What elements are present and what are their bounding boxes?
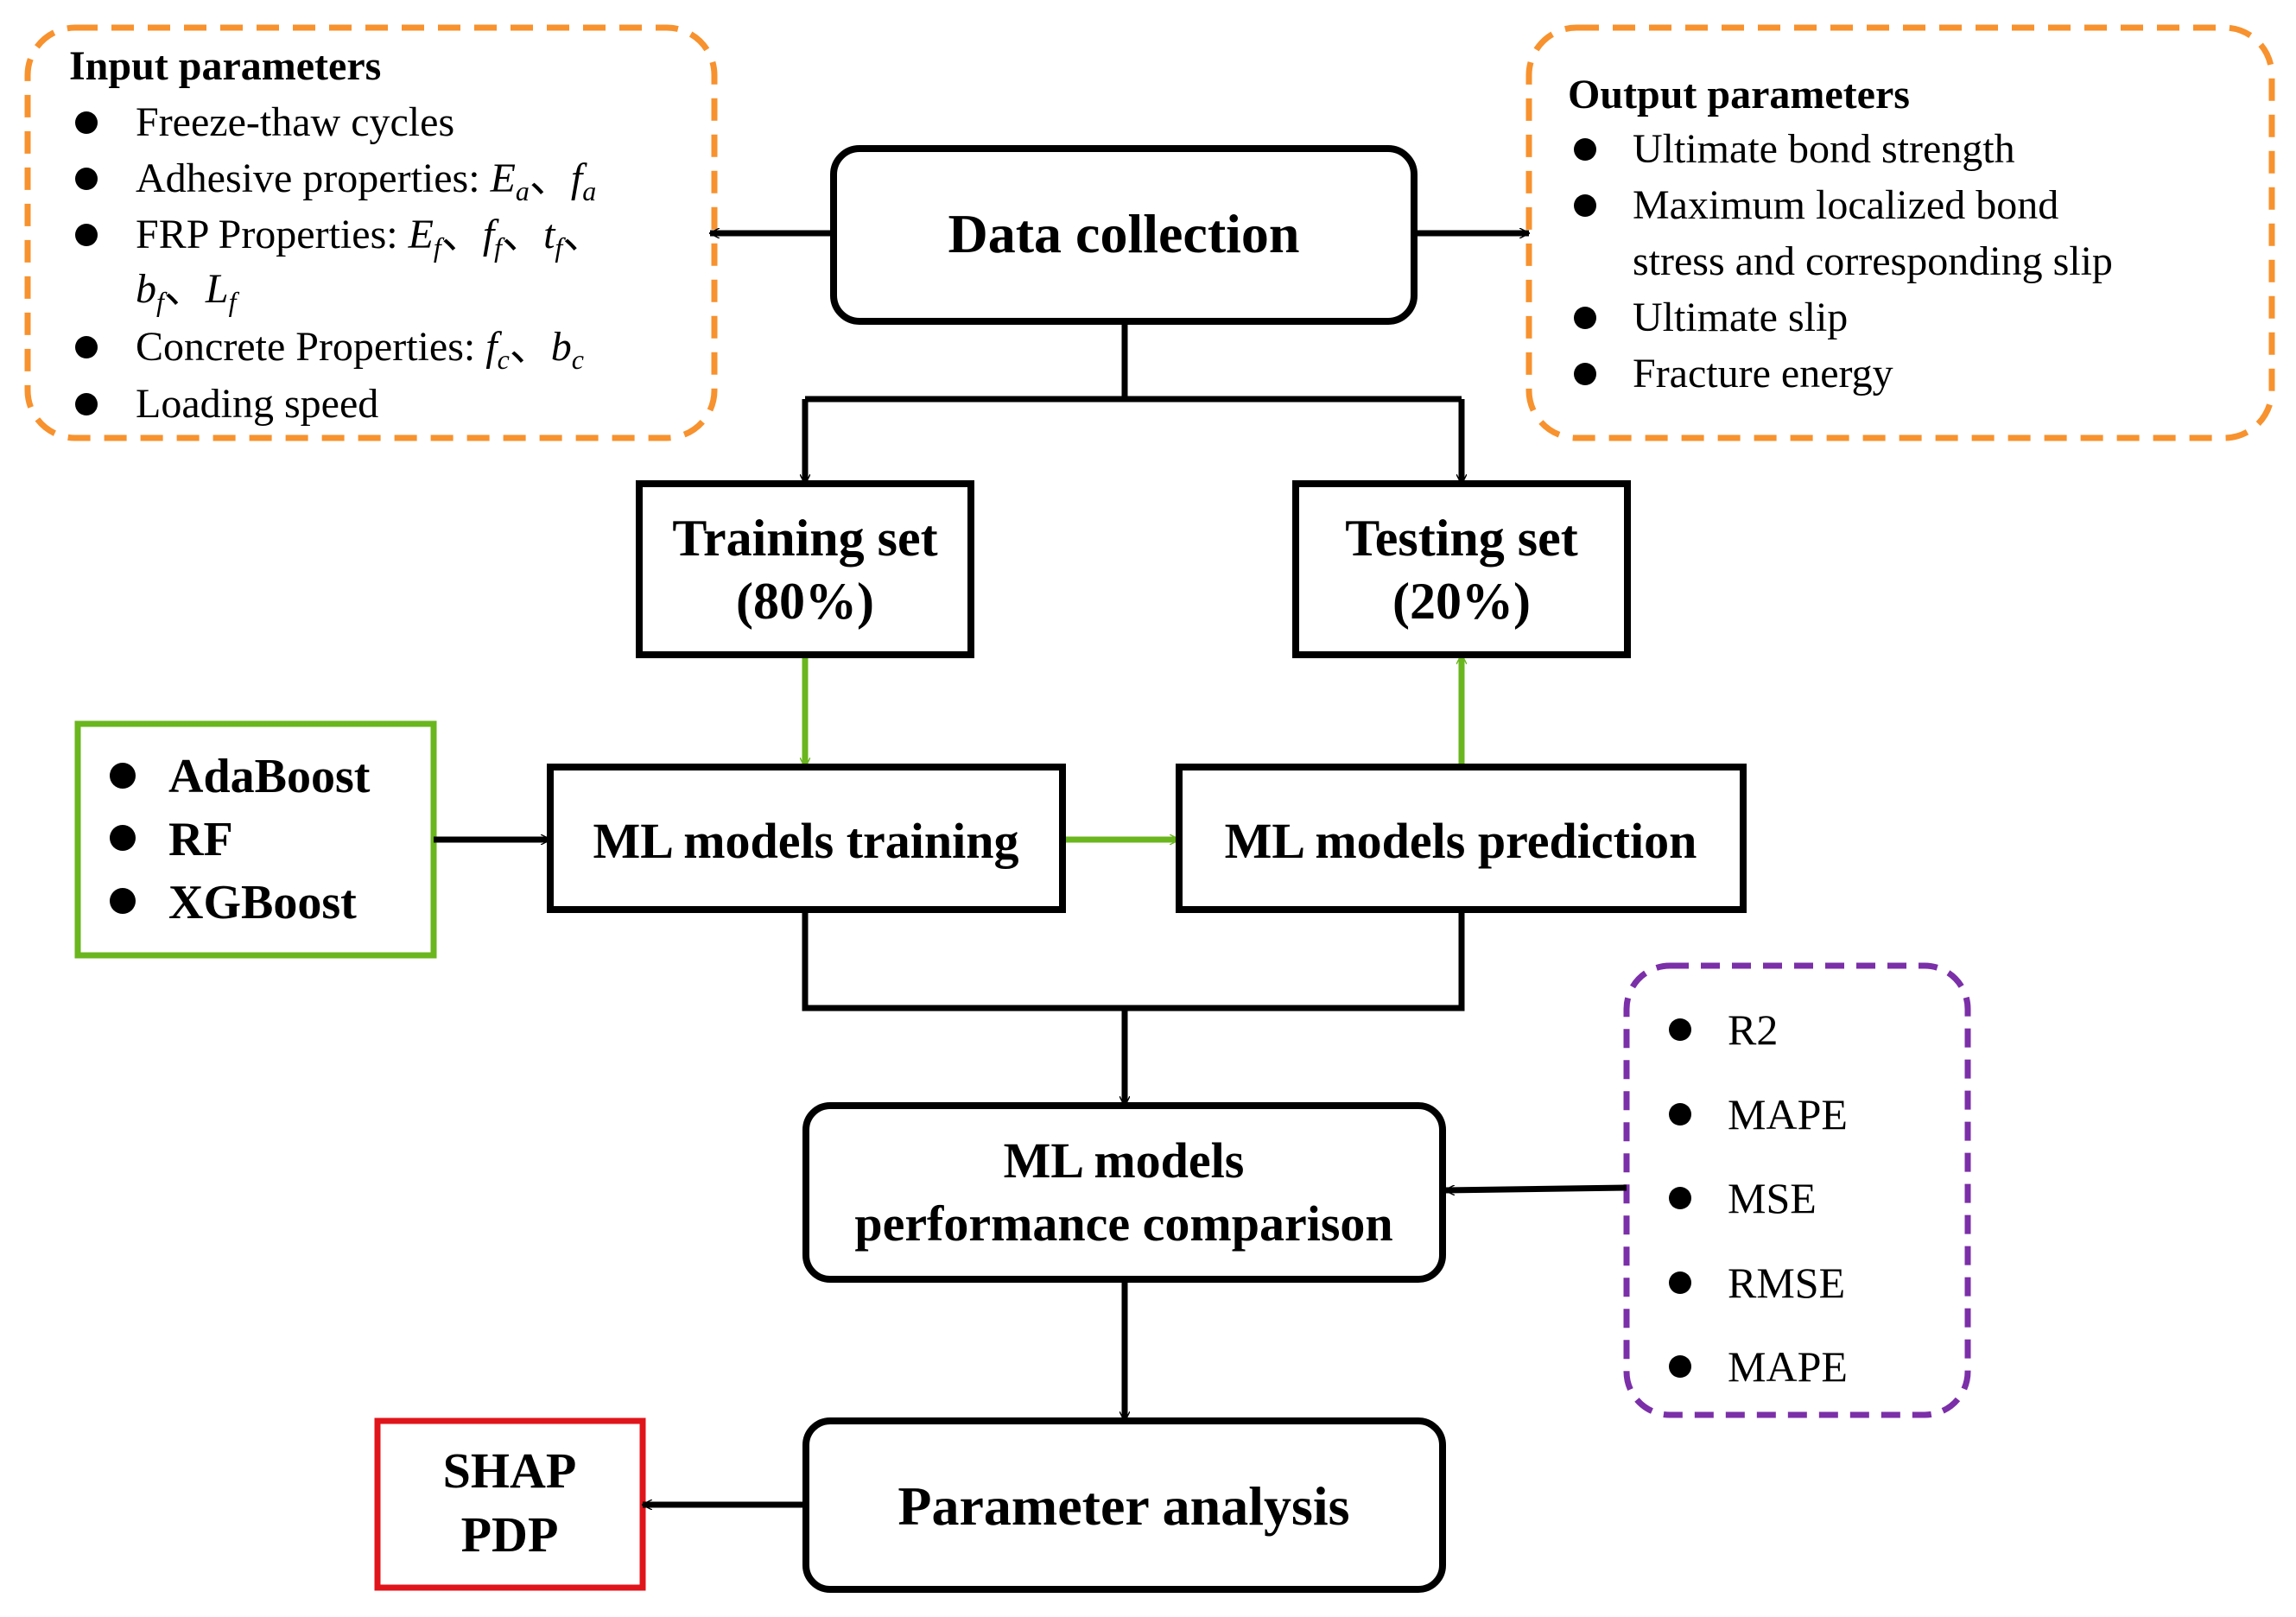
separator: 、	[164, 266, 206, 312]
output-item: Ultimate slip	[1633, 295, 1848, 340]
separator: 、	[530, 155, 571, 201]
subscript: c	[572, 344, 584, 375]
output-parameters-panel	[1525, 24, 2275, 441]
frp-label: FRP Properties:	[136, 212, 409, 257]
metric-item: R2	[1728, 1005, 1778, 1054]
separator: 、	[510, 324, 551, 370]
bullet	[1574, 307, 1596, 329]
ml-comparison-box	[802, 1102, 1446, 1283]
input-item-adhesive: Adhesive properties: Ea、fa	[136, 155, 596, 206]
bullet	[75, 111, 98, 134]
subscript: a	[582, 175, 596, 206]
symbol-E: E	[408, 212, 434, 257]
testing-set-box	[1292, 480, 1631, 658]
ml-comparison-label-line1: ML models	[1004, 1132, 1245, 1189]
training-set-label-line2: (80%)	[736, 573, 874, 630]
model-item: XGBoost	[168, 876, 357, 929]
output-item: Fracture energy	[1633, 351, 1893, 396]
testing-set-label-line1: Testing set	[1345, 510, 1577, 567]
metric-item: MAPE	[1728, 1342, 1848, 1391]
training-set-box	[636, 480, 974, 658]
bullet	[1669, 1103, 1691, 1126]
ml-comparison-label-line2: performance comparison	[854, 1195, 1392, 1252]
input-item-concrete: Concrete Properties: fc、bc	[136, 324, 584, 375]
split-connector	[805, 321, 1462, 403]
merge-connector	[802, 909, 1465, 1011]
training-set-label-line1: Training set	[672, 510, 937, 567]
bullet	[110, 763, 136, 789]
bullet	[75, 393, 98, 415]
symbol-E: E	[490, 155, 516, 201]
symbol-L: L	[205, 266, 229, 312]
bullet	[75, 168, 98, 190]
data-collection-label: Data collection	[948, 203, 1300, 264]
metric-item: RMSE	[1728, 1259, 1845, 1307]
input-item-frp: FRP Properties: Ef、ff、tf、	[136, 212, 604, 263]
ml-prediction-box	[1176, 764, 1747, 913]
separator: 、	[502, 212, 543, 257]
output-panel-title: Output parameters	[1568, 72, 1910, 117]
model-item: RF	[168, 813, 233, 866]
bullet	[1669, 1355, 1691, 1378]
bullet	[1574, 138, 1596, 161]
parameter-analysis-box	[802, 1417, 1446, 1593]
bullet	[1574, 363, 1596, 385]
ml-prediction-label: ML models prediction	[1225, 813, 1697, 869]
bullet	[1574, 194, 1596, 217]
symbol-b: b	[136, 266, 156, 312]
input-item-freeze-thaw: Freeze-thaw cycles	[136, 99, 454, 145]
input-parameters-panel	[24, 24, 718, 441]
metric-item: MAPE	[1728, 1090, 1848, 1138]
testing-set-label-line2: (20%)	[1392, 573, 1531, 630]
symbol-t: t	[543, 212, 556, 257]
separator: 、	[441, 212, 483, 257]
bullet	[1669, 1271, 1691, 1294]
ml-training-box	[547, 764, 1066, 913]
separator: 、	[562, 212, 604, 257]
data-collection-box	[830, 145, 1418, 325]
output-item: Ultimate bond strength	[1633, 126, 2015, 172]
parameter-analysis-label: Parameter analysis	[897, 1475, 1349, 1537]
concrete-label: Concrete Properties:	[136, 324, 485, 370]
subscript: f	[229, 286, 240, 317]
bullet	[1669, 1187, 1691, 1209]
analysis-item: SHAP	[443, 1443, 577, 1499]
subscript: a	[516, 175, 530, 206]
bullet	[110, 825, 136, 851]
adhesive-label: Adhesive properties:	[136, 155, 491, 201]
input-panel-title: Input parameters	[69, 43, 381, 89]
input-item-frp-cont: bf、Lf	[136, 266, 240, 317]
bullet	[75, 336, 98, 358]
arrow-metrics-to-comparison	[1445, 1184, 1627, 1190]
symbol-b: b	[551, 324, 572, 370]
output-item: Maximum localized bond	[1633, 182, 2058, 228]
analysis-item: PDP	[461, 1506, 559, 1563]
subscript: c	[498, 344, 510, 375]
output-item-cont: stress and corresponding slip	[1633, 238, 2113, 284]
bullet	[1669, 1018, 1691, 1041]
ml-training-label: ML models training	[593, 813, 1018, 869]
input-item-loading-speed: Loading speed	[136, 381, 378, 427]
model-item: AdaBoost	[168, 750, 371, 803]
metric-item: MSE	[1728, 1174, 1817, 1222]
bullet	[75, 224, 98, 246]
bullet	[110, 888, 136, 914]
